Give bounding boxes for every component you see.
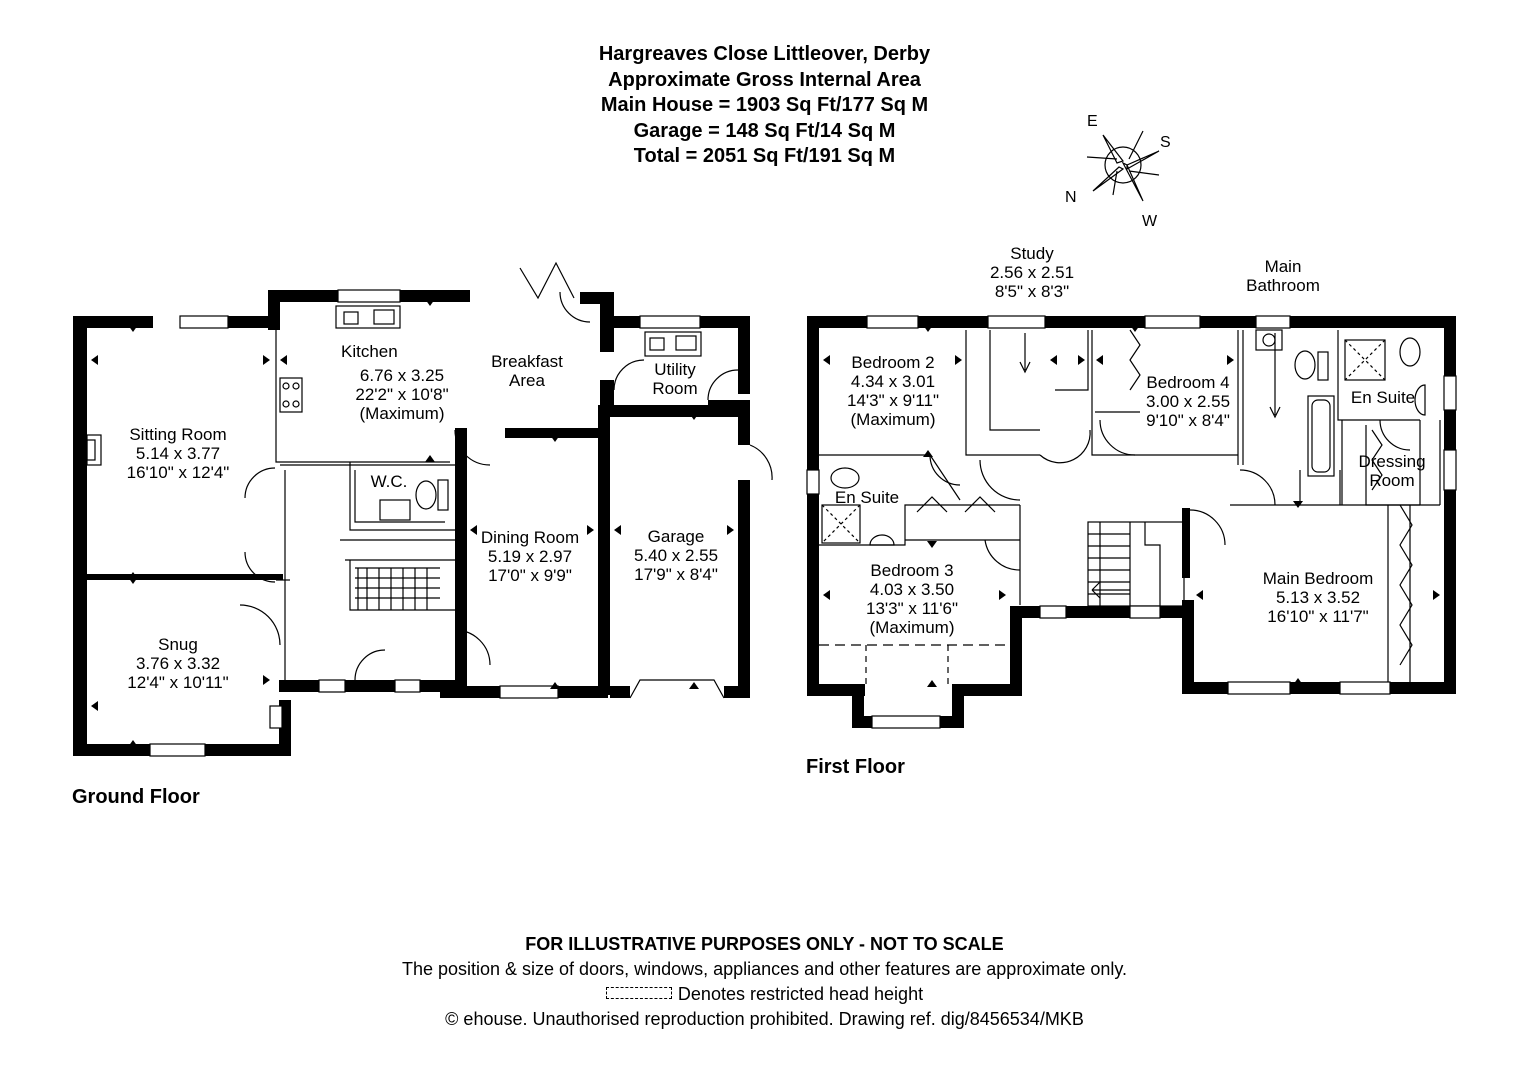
room-metric: 6.76 x 3.25	[359, 366, 445, 385]
compass-west-letter: W	[1142, 213, 1158, 230]
room-name: Bedroom 4	[1146, 373, 1230, 392]
room-note: (Maximum)	[850, 410, 936, 429]
dining-room-label: Dining Room 5.19 x 2.97 17'0" x 9'9"	[481, 528, 579, 585]
room-imperial: 22'2" x 10'8"	[355, 385, 449, 404]
room-name: Garage	[647, 527, 705, 546]
first-floor-walls	[806, 315, 1457, 729]
room-imperial: 9'10" x 8'4"	[1146, 411, 1230, 430]
compass-east-letter: E	[1087, 113, 1098, 130]
disclaimer: FOR ILLUSTRATIVE PURPOSES ONLY - NOT TO …	[525, 934, 1004, 954]
room-name-line1: Dressing	[1358, 452, 1426, 471]
room-imperial: 16'10" x 12'4"	[126, 463, 230, 482]
room-imperial: 12'4" x 10'11"	[127, 673, 229, 692]
room-metric: 4.34 x 3.01	[850, 372, 936, 391]
room-imperial: 16'10" x 11'7"	[1267, 607, 1369, 626]
first-floor-label: First Floor	[806, 756, 905, 778]
kitchen-name-label: Kitchen	[341, 342, 398, 361]
snug-label: Snug 3.76 x 3.32 12'4" x 10'11"	[127, 635, 228, 692]
kitchen-label: 6.76 x 3.25 22'2" x 10'8" (Maximum)	[355, 366, 448, 423]
total-area: Total = 2051 Sq Ft/191 Sq M	[633, 145, 896, 167]
dimension-markers	[91, 299, 1440, 747]
room-name: Snug	[158, 635, 198, 654]
restricted-height-swatch	[605, 987, 672, 1000]
room-imperial: 8'5" x 8'3"	[994, 282, 1070, 301]
room-name: Bedroom 2	[851, 353, 935, 372]
room-imperial: 14'3" x 9'11"	[847, 391, 939, 410]
breakfast-area-label: Breakfast Area	[491, 352, 563, 390]
area-subtitle: Approximate Gross Internal Area	[608, 68, 921, 91]
room-note: (Maximum)	[359, 404, 445, 423]
study-label: Study 2.56 x 2.51 8'5" x 8'3"	[990, 244, 1074, 301]
main-bathroom-label: Main Bathroom	[1246, 257, 1320, 295]
dressing-room-label: Dressing Room	[1358, 452, 1425, 490]
main-bedroom-label: Main Bedroom 5.13 x 3.52 16'10" x 11'7"	[1263, 569, 1374, 626]
room-name-line2: Room	[652, 379, 698, 398]
room-note: (Maximum)	[869, 618, 955, 637]
address-title: Hargreaves Close Littleover, Derby	[598, 43, 931, 65]
legend-text: Denotes restricted head height	[677, 984, 924, 1004]
compass-north-letter: N	[1065, 189, 1077, 206]
utility-room-label: Utility Room	[652, 360, 697, 398]
sitting-room-label: Sitting Room 5.14 x 3.77 16'10" x 12'4"	[127, 425, 230, 482]
room-name: Study	[1010, 244, 1054, 263]
room-imperial: 17'0" x 9'9"	[488, 566, 572, 585]
room-name: Bedroom 3	[870, 561, 954, 580]
compass-south-letter: S	[1160, 134, 1171, 151]
garage-area: Garage = 148 Sq Ft/14 Sq M	[633, 119, 896, 142]
room-imperial: 17'9" x 8'4"	[634, 565, 718, 584]
wc-label: W.C.	[370, 472, 408, 491]
compass-rose	[1086, 130, 1160, 202]
room-name: Main Bedroom	[1262, 569, 1374, 588]
room-name-line2: Bathroom	[1246, 276, 1320, 295]
room-name-line1: Breakfast	[491, 352, 563, 371]
garage-label: Garage 5.40 x 2.55 17'9" x 8'4"	[634, 527, 718, 584]
room-name: Sitting Room	[129, 425, 227, 444]
room-metric: 5.14 x 3.77	[135, 444, 221, 463]
copyright: © ehouse. Unauthorised reproduction proh…	[445, 1009, 1084, 1029]
ground-floor-label: Ground Floor	[72, 786, 200, 808]
room-metric: 3.76 x 3.32	[135, 654, 221, 673]
room-imperial: 13'3" x 11'6"	[866, 599, 958, 618]
room-metric: 3.00 x 2.55	[1145, 392, 1231, 411]
bedroom-3-label: Bedroom 3 4.03 x 3.50 13'3" x 11'6" (Max…	[866, 561, 958, 637]
plan-header: Hargreaves Close Littleover, Derby Appro…	[0, 42, 1529, 170]
room-metric: 4.03 x 3.50	[869, 580, 955, 599]
room-metric: 5.40 x 2.55	[633, 546, 719, 565]
bedroom-2-label: Bedroom 2 4.34 x 3.01 14'3" x 9'11" (Max…	[847, 353, 939, 429]
room-name-line2: Area	[509, 371, 545, 390]
plan-footer: FOR ILLUSTRATIVE PURPOSES ONLY - NOT TO …	[0, 932, 1529, 1032]
room-metric: 5.19 x 2.97	[487, 547, 573, 566]
main-house-area: Main House = 1903 Sq Ft/177 Sq M	[600, 94, 929, 116]
room-metric: 5.13 x 3.52	[1275, 588, 1361, 607]
room-name-line1: Main	[1264, 257, 1302, 276]
first-floor-stairs	[1087, 521, 1185, 607]
approximation-note: The position & size of doors, windows, a…	[401, 959, 1128, 979]
room-metric: 2.56 x 2.51	[989, 263, 1075, 282]
bedroom-4-label: Bedroom 4 3.00 x 2.55 9'10" x 8'4"	[1146, 373, 1230, 430]
ground-floor-walls	[73, 261, 773, 757]
ground-stairs	[355, 567, 440, 610]
en-suite-main-label: En Suite	[1350, 388, 1416, 407]
room-name-line2: Room	[1369, 471, 1415, 490]
room-name: Dining Room	[480, 528, 580, 547]
room-name-line1: Utility	[654, 360, 696, 379]
legend: Denotes restricted head height	[0, 982, 1529, 1007]
en-suite-bedroom-2-label: En Suite	[834, 488, 900, 507]
